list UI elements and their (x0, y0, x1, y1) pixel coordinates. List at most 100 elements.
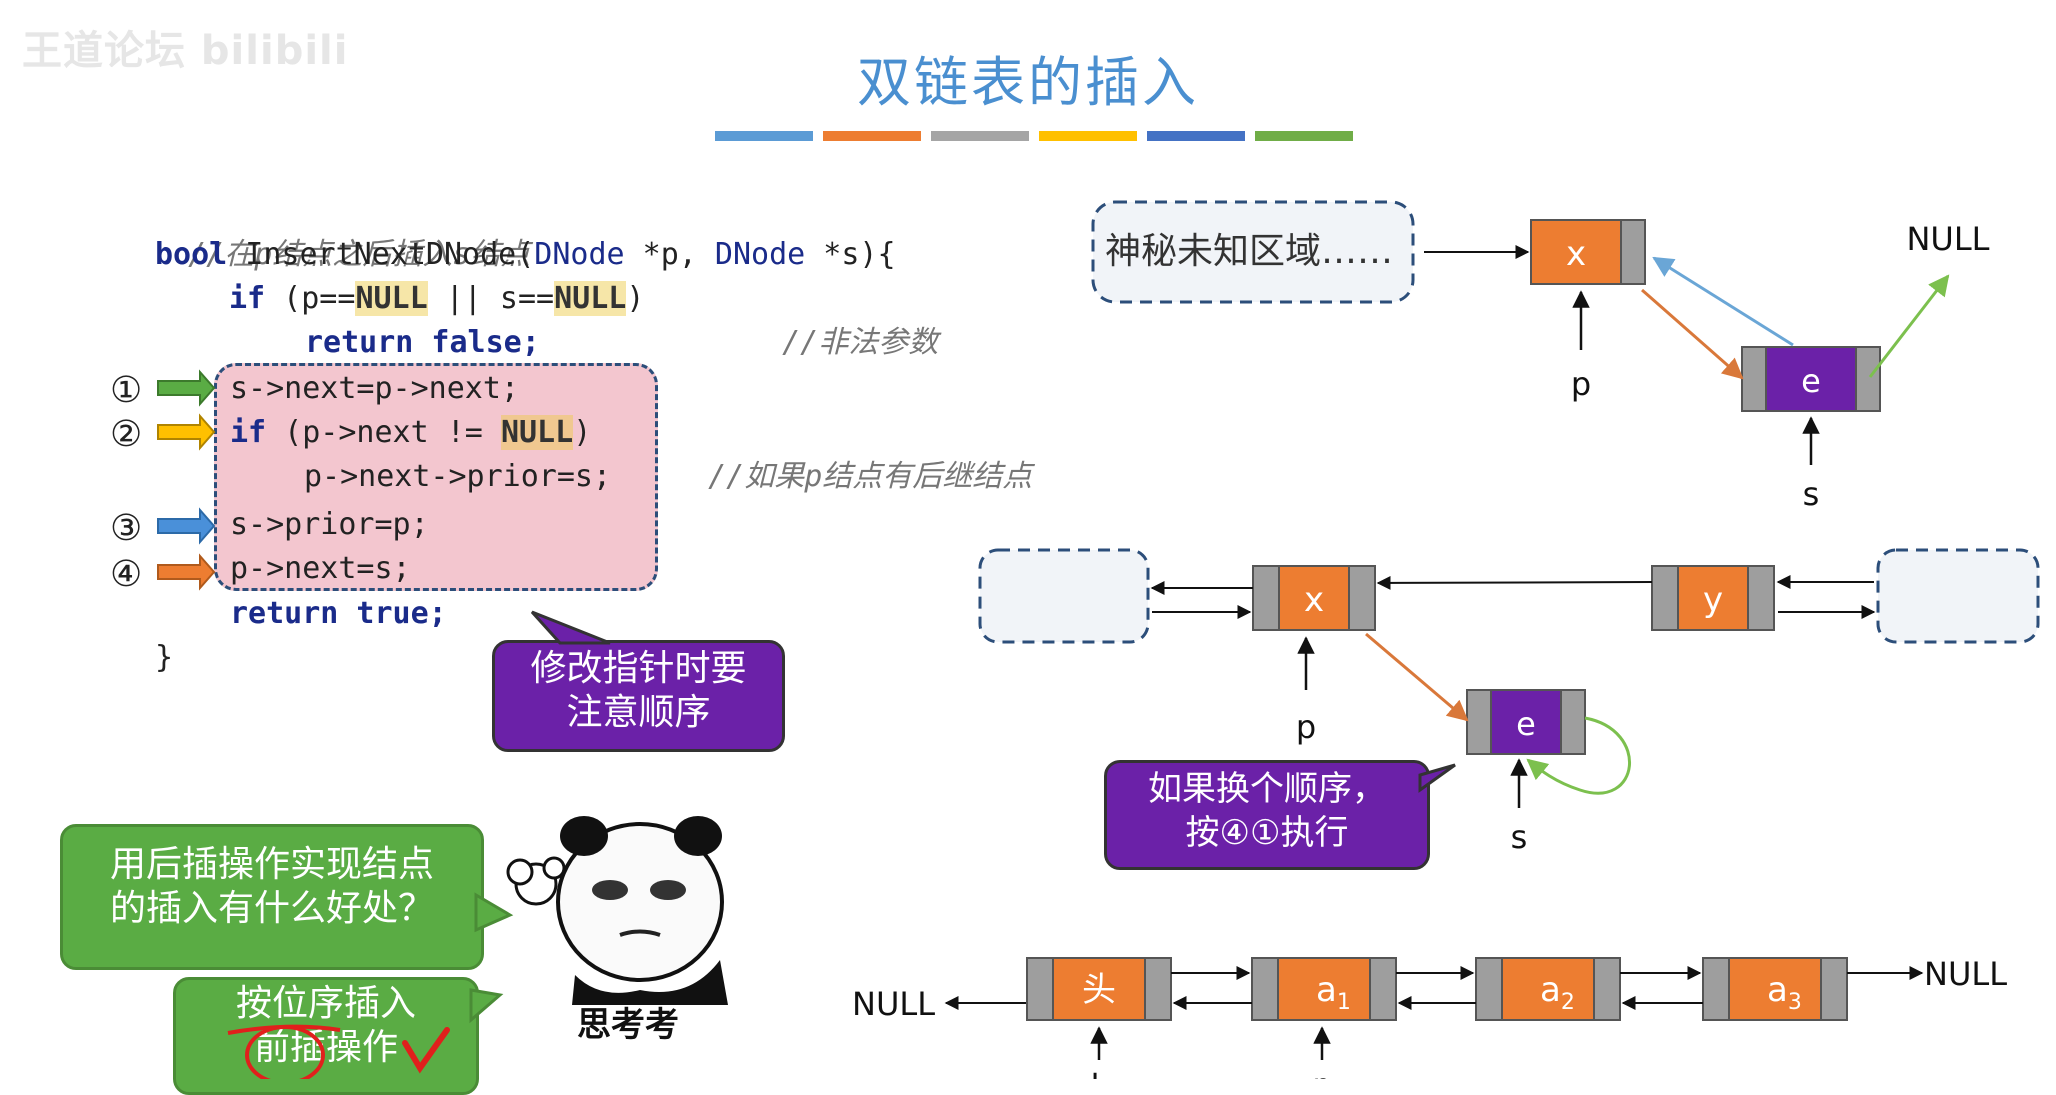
node-subscript: 3 (1788, 990, 1802, 1015)
step-marker-4: ④ (110, 553, 216, 595)
code-text: p->next=s; (230, 551, 411, 586)
node-value: a2 (1540, 970, 1575, 1015)
bubble-line: 按④①执行 (1185, 813, 1349, 853)
step-arrow-icon (157, 413, 216, 451)
node-x: x (1530, 219, 1646, 285)
step-number: ② (110, 414, 142, 455)
node-letter: a (1767, 970, 1788, 1010)
title-bar-segment-6 (1255, 131, 1353, 141)
code-text: || s== (427, 281, 555, 316)
step-number: ① (110, 370, 142, 411)
node-head: 头 (1026, 957, 1172, 1021)
node-a3: a3 (1702, 957, 1848, 1021)
code-null: NULL (500, 415, 574, 450)
title-bar-segment-4 (1039, 131, 1137, 141)
null-label-right: NULL (1924, 955, 2007, 993)
pointer-label-p: p (1571, 365, 1591, 403)
null-label-left: NULL (852, 985, 935, 1023)
code-text: ) (573, 415, 592, 450)
node-value: x (1304, 580, 1324, 620)
code-line-signature: bool InsertNextDNode(DNode *p, DNode *s)… (155, 233, 896, 277)
step-arrow-icon (157, 507, 216, 545)
bubble-tail (530, 610, 611, 645)
panda-ear-icon (674, 816, 722, 856)
bubble-swap-order: 如果换个顺序， 按④①执行 (1104, 760, 1430, 870)
node-subscript: 1 (1337, 990, 1351, 1015)
bubble-line: 修改指针时要 (530, 648, 747, 689)
node-a1: a1 (1251, 957, 1397, 1021)
watermark: 王道论坛 bilibili (22, 28, 349, 74)
check-mark-icon (402, 1027, 450, 1074)
meme-caption: 思考考 (577, 1005, 679, 1045)
code-keyword: return false; (305, 325, 540, 360)
code-text: (p== (265, 281, 356, 316)
panda-meme-image: 思考考 (506, 816, 728, 1045)
bubble-line: 按位序插入 (235, 983, 416, 1024)
node-value: a3 (1767, 970, 1802, 1015)
code-comment: //非法参数 (782, 325, 939, 360)
bubble-tail (474, 892, 514, 933)
code-text: *s){ (805, 237, 896, 272)
code-text: ) (626, 281, 645, 316)
node-e: e (1741, 346, 1881, 412)
pointer-label-l: L (1091, 1068, 1108, 1079)
step-number: ④ (110, 554, 142, 595)
step-number: ③ (110, 508, 142, 549)
node-subscript: 2 (1561, 990, 1575, 1015)
unknown-region-box-right (1876, 548, 2040, 644)
bubble-line: 注意顺序 (566, 692, 711, 733)
node-value: e (1801, 362, 1821, 400)
code-type: DNode (534, 237, 625, 272)
title-bar-segment-1 (715, 131, 813, 141)
null-label: NULL (1906, 220, 1989, 258)
unknown-region-box-left (978, 548, 1150, 644)
code-line-step4: p->next=s; (230, 547, 411, 591)
pointer-label-s: s (1511, 818, 1528, 856)
node-value: 头 (1082, 970, 1116, 1010)
code-comment-has-next: //如果p结点有后继结点 (672, 411, 1032, 499)
step-marker-2: ② (110, 413, 216, 455)
code-line-step2b: p->next->prior=s; (304, 455, 611, 499)
code-line-step3: s->prior=p; (230, 503, 429, 547)
step-arrow-icon (157, 369, 216, 407)
next-arrow-orange (1365, 632, 1469, 722)
node-letter: a (1316, 970, 1337, 1010)
code-comment-illegal: //非法参数 (746, 277, 938, 365)
bubble-question: 用后插操作实现结点 的插入有什么好处？ (60, 824, 484, 970)
code-text: (p->next != (266, 415, 501, 450)
diagram-top: 神秘未知区域…… x p e s NULL (1091, 200, 1990, 513)
next-arrow-orange (1641, 288, 1744, 380)
code-text: } (155, 640, 174, 675)
self-loop-arrow-green (1526, 716, 1632, 795)
code-type: DNode (714, 237, 806, 272)
code-close-brace: } (155, 636, 173, 680)
title-bar-segment-5 (1147, 131, 1245, 141)
title-bar-segment-3 (931, 131, 1029, 141)
node-value: a1 (1316, 970, 1351, 1015)
pointer-label-p: p (1296, 708, 1316, 746)
node-value: x (1566, 234, 1586, 274)
diagram-middle: x y p e s (978, 548, 2040, 856)
prior-arrow-blue (1652, 256, 1794, 347)
code-keyword: bool (155, 237, 228, 272)
code-text: s->prior=p; (230, 507, 429, 542)
unknown-region-box (1091, 200, 1415, 304)
code-line-return-true: return true; (230, 592, 447, 636)
code-text: p->next->prior=s; (304, 459, 612, 494)
code-keyword: return true; (230, 596, 447, 631)
unknown-region-label: 神秘未知区域…… (1105, 231, 1393, 272)
bubble-line: 用后插操作实现结点 (109, 844, 434, 885)
code-line-if: if (p==NULL || s==NULL) (229, 277, 644, 321)
bubble-line: 如果换个顺序， (1148, 769, 1386, 809)
page-title: 双链表的插入 (857, 51, 1199, 114)
bubble-pointer-order: 修改指针时要 注意顺序 (492, 640, 785, 752)
code-null: NULL (355, 281, 428, 316)
pointer-label-s: s (1803, 475, 1820, 513)
code-keyword: if (229, 281, 266, 316)
title-bar-segment-2 (823, 131, 921, 141)
code-text: s->next=p->next; (230, 371, 519, 406)
diagram-bottom: NULL 头 a1 a2 a3 (852, 955, 2007, 1079)
code-text: *p, (624, 237, 715, 272)
handwritten-underline (227, 1024, 341, 1035)
bubble-line: 的插入有什么好处？ (109, 888, 434, 929)
